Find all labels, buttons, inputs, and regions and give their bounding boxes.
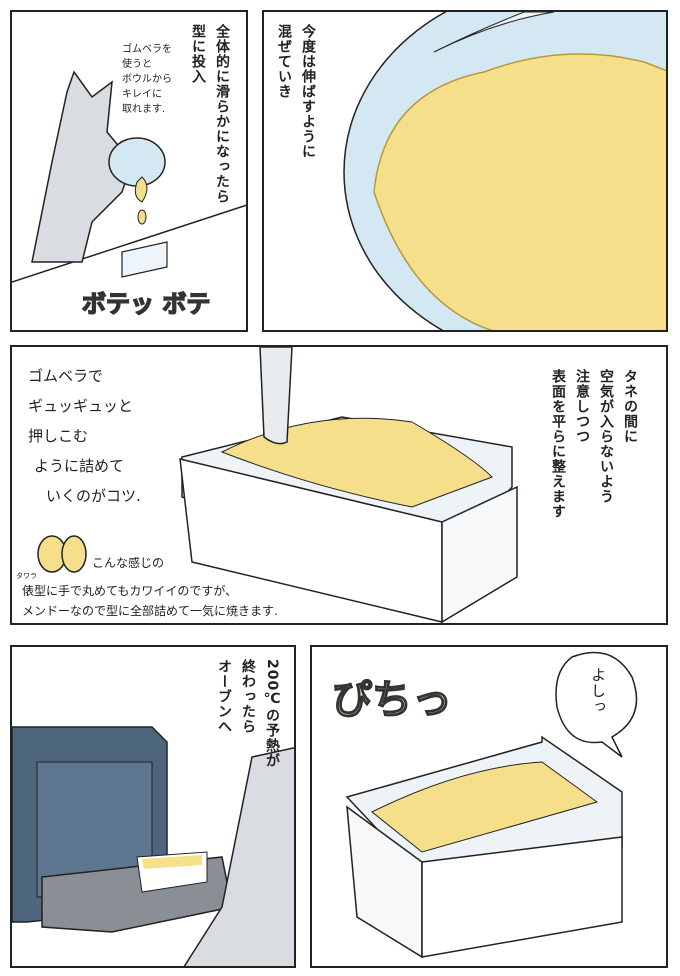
sound-effect: ボテッ ボテ bbox=[81, 289, 211, 319]
note-line: 使うと bbox=[122, 59, 152, 70]
narration: タネの間に 空気が入らないよう 注意しつつ 表面を平らに整えます bbox=[546, 369, 642, 519]
note-line: いくのがコツ. bbox=[46, 487, 141, 505]
panel-3-pressing-into-mold: タネの間に 空気が入らないよう 注意しつつ 表面を平らに整えます ゴムベラで ギ… bbox=[10, 345, 668, 625]
note-line: 取れます. bbox=[122, 104, 166, 115]
note-line: キレイに bbox=[122, 89, 162, 100]
oven-illustration bbox=[12, 726, 294, 966]
narration-line: 今度は伸ばすように bbox=[300, 24, 316, 159]
narration-line: タネの間に bbox=[622, 369, 638, 444]
narration-line: オーブンへ bbox=[216, 659, 232, 734]
filled-mold-illustration bbox=[345, 651, 638, 959]
handwritten-note: ゴムベラを 使うと ボウルから キレイに 取れます. bbox=[122, 42, 172, 117]
narration-line: 終わったら bbox=[240, 659, 256, 734]
aside-caption: メンドーなので型に全部詰めて一気に焼きます. bbox=[22, 604, 278, 618]
narration-line: 注意しつつ bbox=[574, 369, 590, 444]
fox-pouring-illustration bbox=[12, 70, 246, 283]
narration-line: 全体的に滑らかになったら bbox=[214, 24, 230, 204]
speech-text: よしっ bbox=[589, 667, 607, 715]
narration-line: 混ぜていき bbox=[276, 24, 292, 99]
note-line: ゴムベラを bbox=[122, 44, 172, 55]
panel-4-into-oven: 200℃の予熱が 終わったら オーブンへ bbox=[10, 645, 296, 968]
handwritten-tip: ゴムベラで ギュッギュッと 押しこむ ように詰めて いくのがコツ. bbox=[28, 361, 141, 511]
narration-line: 型に投入 bbox=[190, 24, 206, 84]
speech-bubble bbox=[555, 651, 638, 758]
narration: 200℃の予熱が 終わったら オーブンへ bbox=[212, 659, 284, 768]
narration-line: 表面を平らに整えます bbox=[550, 369, 566, 519]
note-line: ように詰めて bbox=[34, 457, 125, 475]
note-line: ボウルから bbox=[122, 74, 172, 85]
note-line: 押しこむ bbox=[28, 427, 89, 445]
narration-line: 空気が入らないよう bbox=[598, 369, 614, 504]
narration: 今度は伸ばすように 混ぜていき bbox=[272, 24, 320, 159]
bowl-of-batter-illustration bbox=[343, 12, 666, 330]
aside-caption: こんな感じの bbox=[92, 556, 165, 570]
mold-with-spatula-illustration bbox=[37, 347, 518, 623]
narration: 全体的に滑らかになったら 型に投入 bbox=[186, 24, 234, 204]
note-line: ギュッギュッと bbox=[28, 397, 134, 415]
narration-line: 200℃の予熱が bbox=[264, 659, 280, 769]
aside-caption: 俵型に手で丸めてもカワイイのですが、 bbox=[22, 584, 238, 598]
note-line: ゴムベラで bbox=[28, 367, 104, 385]
sound-effect: ぴちっ bbox=[331, 676, 453, 724]
panel-2-mixing-bowl: 今度は伸ばすように 混ぜていき bbox=[262, 10, 668, 332]
ruby-text: タワラ bbox=[16, 572, 37, 580]
panel-1-pour-into-mold: 全体的に滑らかになったら 型に投入 ゴムベラを 使うと ボウルから キレイに 取… bbox=[10, 10, 248, 332]
panel-5-filled-mold: ぴちっ よしっ bbox=[310, 645, 668, 968]
